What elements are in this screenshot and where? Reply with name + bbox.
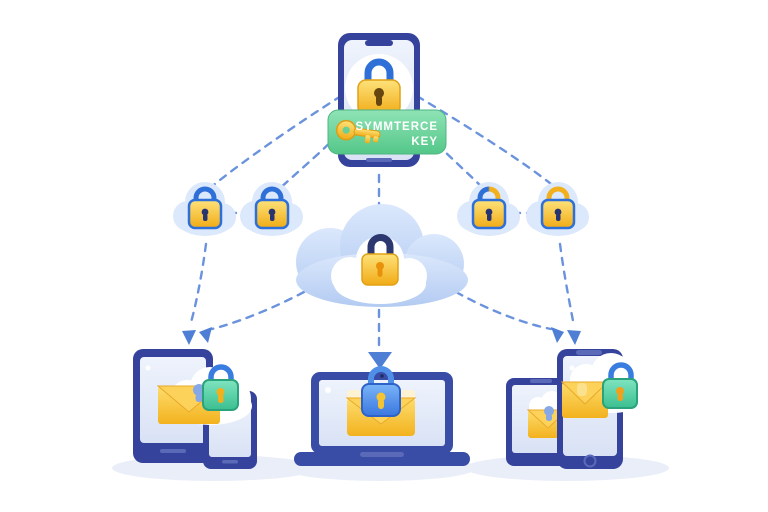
laptop-base-notch	[360, 452, 404, 457]
tablet-top-dash	[530, 379, 552, 383]
arrowhead-to-laptop	[368, 352, 392, 369]
banner-text-line1: SYMMTERCE	[356, 121, 438, 133]
locked-envelope-icon	[156, 364, 239, 424]
padlock-icon	[202, 364, 239, 411]
arrowhead-right-from-cloud	[551, 327, 564, 343]
phone-chin-dash	[366, 158, 392, 162]
locked-envelope-icon	[560, 362, 638, 418]
key-copy-left-inner	[240, 182, 303, 236]
padlock-icon	[471, 186, 507, 230]
arrowhead-left-from-lock	[182, 330, 196, 345]
key-copy-right-outer	[526, 182, 589, 236]
notification-dot	[577, 383, 587, 396]
screen-sparkle	[325, 387, 331, 393]
padlock-icon	[540, 186, 576, 230]
key-icon	[335, 119, 381, 144]
padlock-icon	[361, 366, 401, 417]
padlock-icon	[187, 186, 223, 230]
edge-left-lock-to-tablet	[188, 242, 208, 328]
padlock-icon	[361, 234, 399, 286]
phone-notch	[365, 40, 393, 46]
phone-notch	[576, 350, 602, 355]
key-copy-left-outer	[173, 182, 236, 236]
locked-envelope-icon	[345, 366, 417, 436]
edge-right-lock-to-phone	[558, 242, 576, 328]
tablet-chin-dash	[160, 449, 186, 453]
padlock-icon	[602, 362, 638, 409]
recipient-laptop	[294, 366, 470, 466]
notification-dot-stem	[195, 394, 203, 402]
padlock-icon	[357, 58, 401, 116]
edge-phone-to-left-outer-lock	[208, 94, 343, 190]
recipient-phone-tablet	[506, 349, 652, 469]
laptop-camera	[380, 374, 384, 378]
edge-phone-to-right-outer-lock	[415, 94, 558, 190]
key-copy-right-inner	[457, 182, 520, 236]
edge-cloud-to-left-tablet	[210, 290, 306, 331]
arrowheads	[182, 327, 581, 369]
laptop-base	[294, 452, 470, 466]
screen-sparkle	[569, 365, 575, 371]
phone-chin-dash	[222, 460, 238, 464]
recipient-tablet-phone	[133, 349, 257, 469]
padlock-icon	[254, 186, 290, 230]
phone-home-button	[583, 454, 597, 468]
symmetric-key-banner: SYMMTERCE KEY	[327, 109, 447, 155]
arrowhead-left-from-cloud	[199, 327, 212, 343]
banner-text-line2: KEY	[411, 136, 438, 148]
screen-sparkle	[145, 365, 151, 371]
banner-plate	[327, 109, 447, 155]
cloud-storage	[296, 204, 468, 307]
arrowhead-right-from-lock	[567, 330, 581, 345]
edge-cloud-to-right-phone	[454, 290, 553, 331]
